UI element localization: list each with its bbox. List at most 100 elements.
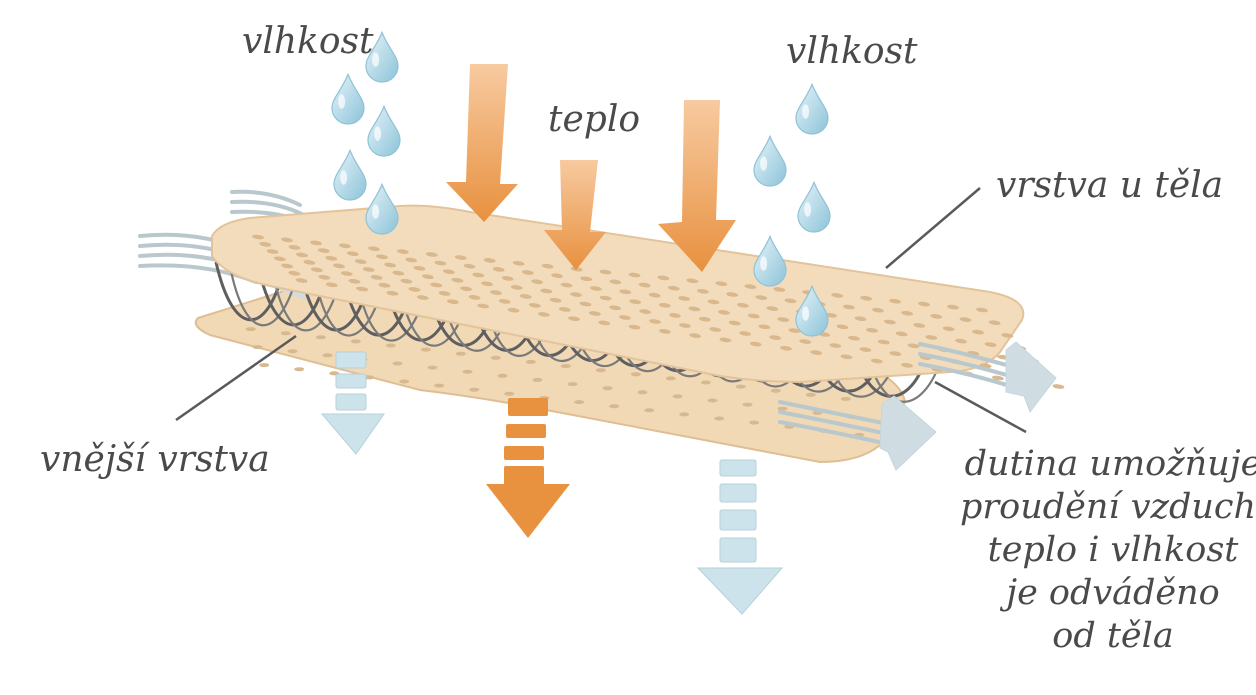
water-drop-icon xyxy=(795,284,829,337)
perforation xyxy=(318,274,331,280)
perforation xyxy=(504,391,515,396)
perforation xyxy=(483,258,496,263)
perforation xyxy=(955,338,967,344)
perforation xyxy=(322,353,333,358)
airflow-arrow-icon xyxy=(320,351,784,615)
perforation xyxy=(959,317,972,322)
perforation xyxy=(639,309,652,314)
perforation xyxy=(421,274,434,280)
perforation xyxy=(788,328,801,333)
perforation xyxy=(866,327,879,333)
perforation xyxy=(325,282,338,288)
perforation xyxy=(532,377,543,382)
perforation xyxy=(638,282,651,288)
perforation xyxy=(689,333,702,338)
perforation xyxy=(287,349,298,354)
perforation xyxy=(455,351,466,356)
perforation xyxy=(420,347,431,352)
perforation xyxy=(425,252,438,257)
perforation xyxy=(766,306,779,311)
perforation xyxy=(567,382,578,387)
perforation xyxy=(698,316,711,322)
fiber-loop xyxy=(271,272,342,332)
perforation xyxy=(755,295,768,300)
perforation xyxy=(749,420,760,425)
perforation xyxy=(540,288,553,294)
cavity-description-line: od těla xyxy=(1052,616,1174,656)
perforation xyxy=(831,293,844,298)
perforation xyxy=(686,278,699,284)
perforation xyxy=(442,269,455,275)
perforation xyxy=(580,276,593,282)
perforation xyxy=(434,383,445,388)
perforation xyxy=(739,331,752,336)
heat-arrow-icon xyxy=(486,398,570,538)
perforation xyxy=(758,324,771,330)
perforation xyxy=(988,320,1001,326)
perforation xyxy=(825,312,838,318)
perforation xyxy=(288,270,301,276)
perforation xyxy=(749,341,762,347)
perforation xyxy=(472,272,485,278)
perforation xyxy=(498,299,511,304)
perforation xyxy=(860,295,873,301)
perforation xyxy=(259,363,270,368)
perforation xyxy=(644,408,655,413)
perforation xyxy=(281,237,293,243)
perforation xyxy=(462,369,473,374)
perforation xyxy=(907,343,920,349)
perforation xyxy=(629,299,642,305)
water-drop-highlight xyxy=(802,306,810,321)
perforation xyxy=(667,285,680,291)
inner-layer xyxy=(211,204,1065,389)
water-drop-icon xyxy=(365,30,399,83)
perforation xyxy=(501,276,514,281)
perforation xyxy=(315,335,326,340)
perforation xyxy=(356,286,369,292)
perforation xyxy=(333,263,345,269)
perforation xyxy=(303,260,316,265)
perforation xyxy=(840,396,851,401)
perforation xyxy=(630,372,641,377)
water-drop-icon xyxy=(753,234,787,287)
perforation xyxy=(696,288,709,294)
moisture-drops xyxy=(331,30,831,337)
perforation xyxy=(392,270,405,276)
water-drop-icon xyxy=(797,180,831,233)
perforation xyxy=(744,284,757,289)
perforation xyxy=(747,313,760,319)
perforation xyxy=(340,271,353,276)
perforation xyxy=(310,267,323,273)
perforation xyxy=(310,240,322,246)
perforation xyxy=(901,310,914,316)
perforation xyxy=(346,251,359,257)
perforation xyxy=(512,260,525,266)
perforation xyxy=(295,278,308,283)
perforation xyxy=(895,331,908,337)
perforation xyxy=(560,282,573,288)
perforation xyxy=(413,265,426,271)
perforation xyxy=(658,302,671,308)
perforation xyxy=(541,263,554,269)
perforation xyxy=(325,255,338,261)
perforation xyxy=(679,412,690,417)
perforation xyxy=(386,290,399,296)
heat-arrow-icon xyxy=(446,64,736,272)
perforation xyxy=(707,299,720,305)
perforation xyxy=(317,248,330,253)
perforation xyxy=(942,326,955,332)
perforation xyxy=(829,343,842,348)
perforation xyxy=(288,245,301,250)
perforation xyxy=(408,287,421,292)
perforation xyxy=(280,331,291,336)
perforation xyxy=(551,273,564,279)
perforation xyxy=(490,355,501,360)
perforation xyxy=(901,362,914,368)
perforation xyxy=(770,388,781,393)
perforation xyxy=(507,307,520,313)
perforation xyxy=(595,368,606,373)
perforation xyxy=(700,380,711,385)
perforation xyxy=(649,319,661,324)
perforation xyxy=(599,269,612,275)
perforation xyxy=(679,323,691,328)
